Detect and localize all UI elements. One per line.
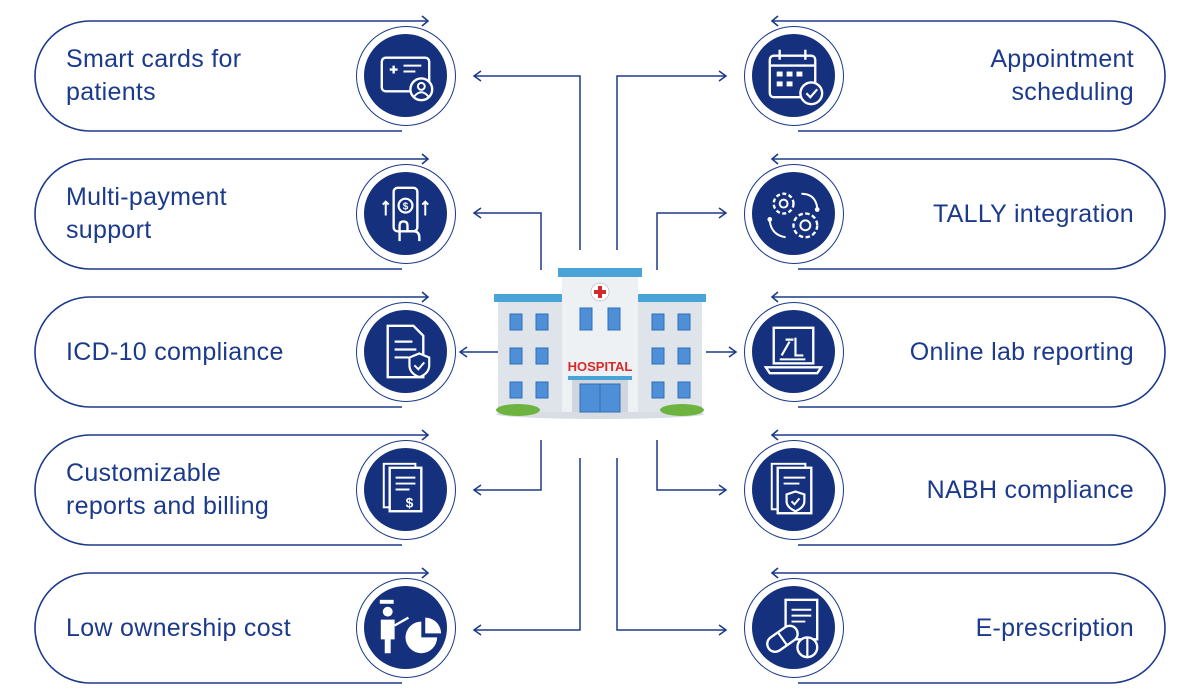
connector-arrow-left-3 [458,346,468,358]
feature-icon-ring [744,26,844,126]
feature-icon-ring [356,26,456,126]
feature-card-outline [770,567,1166,684]
feature-label: E-prescription [975,613,1134,642]
mobile-payment-icon: $ [364,172,447,255]
feature-icon-ring: $ [356,164,456,264]
connector-arrow-right-1 [718,70,728,82]
feature-card-right-4: NABH compliance [742,429,1166,546]
feature-label: Smart cards for patients [66,45,242,106]
connector-arrow-left-5 [472,624,482,636]
compliance-document-icon [364,310,447,393]
feature-card-left-1: Smart cards for patients [34,15,458,132]
svg-text:$: $ [403,202,409,213]
feature-icon-ring: $ [356,440,456,540]
feature-icon-ring [744,440,844,540]
feature-label: NABH compliance [926,475,1134,504]
feature-icon-ring [744,164,844,264]
hospital-building-icon: HOSPITAL [494,268,706,419]
connector-arrow-right-4 [718,484,728,496]
connector-arrow-left-1 [472,70,482,82]
feature-icon-ring [744,302,844,402]
feature-label: Low ownership cost [66,613,291,642]
calendar-check-icon [752,34,835,117]
connector-arrow-right-5 [718,624,728,636]
feature-card-outline [34,15,430,132]
feature-card-left-2: Multi-payment support $ [34,153,458,270]
feature-label: Appointment scheduling [990,45,1134,106]
lab-report-laptop-icon [752,310,835,393]
smart-card-icon [364,34,447,117]
feature-label: Online lab reporting [909,337,1134,366]
feature-card-right-5: E-prescription [742,567,1166,684]
feature-card-right-3: Online lab reporting [742,291,1166,408]
feature-card-outline [770,15,1166,132]
connector-arrow-right-3 [728,346,738,358]
feature-card-outline [34,291,430,408]
presentation-chart-icon [364,586,447,669]
feature-label: ICD-10 compliance [66,337,284,366]
feature-card-outline [34,567,430,684]
connector-right-4 [656,440,726,491]
feature-label: Multi-payment support [66,183,227,244]
connector-left-5 [474,458,581,631]
connector-right-1 [616,75,726,250]
connector-left-2 [474,212,542,270]
feature-icon-ring [744,578,844,678]
hospital-sign: HOSPITAL [568,359,633,374]
feature-card-left-3: ICD-10 compliance [34,291,458,408]
feature-card-outline [34,153,430,270]
feature-card-right-1: Appointment scheduling [742,15,1166,132]
feature-label: Customizable reports and billing [66,459,270,520]
connector-arrow-right-2 [718,207,728,219]
feature-card-outline [34,429,430,546]
feature-icon-ring [356,578,456,678]
connector-left-1 [474,75,581,250]
feature-card-right-2: TALLY integration [742,153,1166,270]
feature-card-left-4: Customizable reports and billing $ [34,429,458,546]
certified-document-icon [752,448,835,531]
connector-arrow-left-2 [472,207,482,219]
feature-card-left-5: Low ownership cost [34,567,458,684]
svg-text:$: $ [406,494,414,510]
feature-card-outline [770,429,1166,546]
feature-label: TALLY integration [932,199,1134,228]
connector-right-5 [616,458,726,631]
billing-report-icon: $ [364,448,447,531]
gears-integration-icon [752,172,835,255]
connector-arrow-left-4 [472,484,482,496]
connector-right-2 [656,212,726,270]
prescription-pills-icon [752,586,835,669]
feature-icon-ring [356,302,456,402]
feature-card-outline [770,291,1166,408]
connector-left-4 [474,440,542,491]
feature-card-outline [770,153,1166,270]
